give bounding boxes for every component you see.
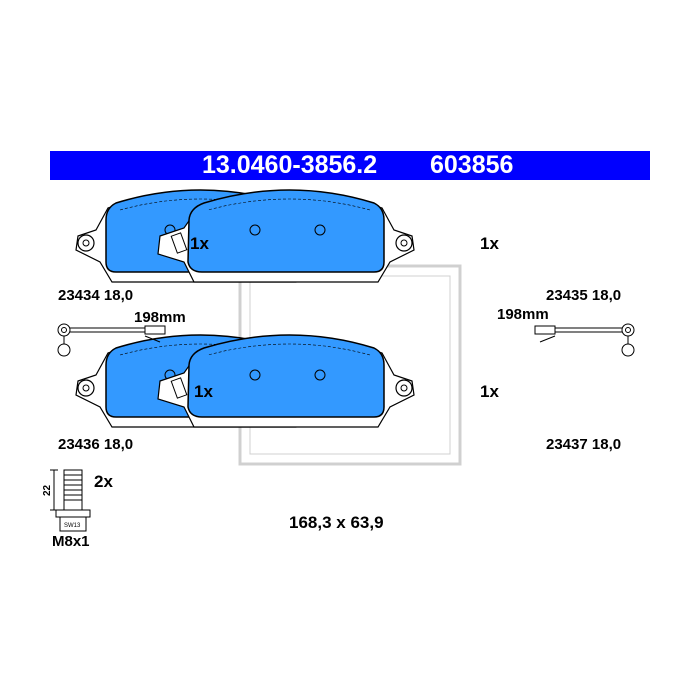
pad-23437	[157, 334, 415, 428]
bolt-icon	[50, 469, 91, 532]
pad-quantity: 1x	[480, 234, 499, 253]
part-number: 13.0460-3856.2	[202, 151, 378, 179]
pad-dimensions: 168,3 x 63,9	[289, 513, 384, 532]
part-header: 13.0460-3856.2 603856	[50, 151, 650, 180]
pad-code-label: 23437 18,0	[546, 436, 622, 453]
wear-sensor-left	[57, 323, 166, 357]
pad-23435	[157, 189, 415, 283]
bolt-wrench-label: SW13	[64, 523, 81, 529]
bolt-quantity: 2x	[94, 472, 113, 491]
pad-code-label: 23434 18,0	[58, 287, 134, 304]
wear-sensor-right	[534, 323, 635, 357]
pad-code-label: 23436 18,0	[58, 436, 134, 453]
pad-quantity: 1x	[480, 382, 499, 401]
sensor-length-label: 198mm	[497, 306, 549, 323]
pad-code-label: 23435 18,0	[546, 287, 622, 304]
mount-eye-icon	[77, 234, 95, 252]
bolt-height-label: 22	[42, 484, 53, 496]
reference-number: 603856	[430, 151, 514, 179]
sensor-length-label: 198mm	[134, 309, 186, 326]
pad-quantity: 1x	[194, 382, 213, 401]
bolt-thread-label: M8x1	[52, 533, 90, 550]
pad-quantity: 1x	[190, 234, 209, 253]
